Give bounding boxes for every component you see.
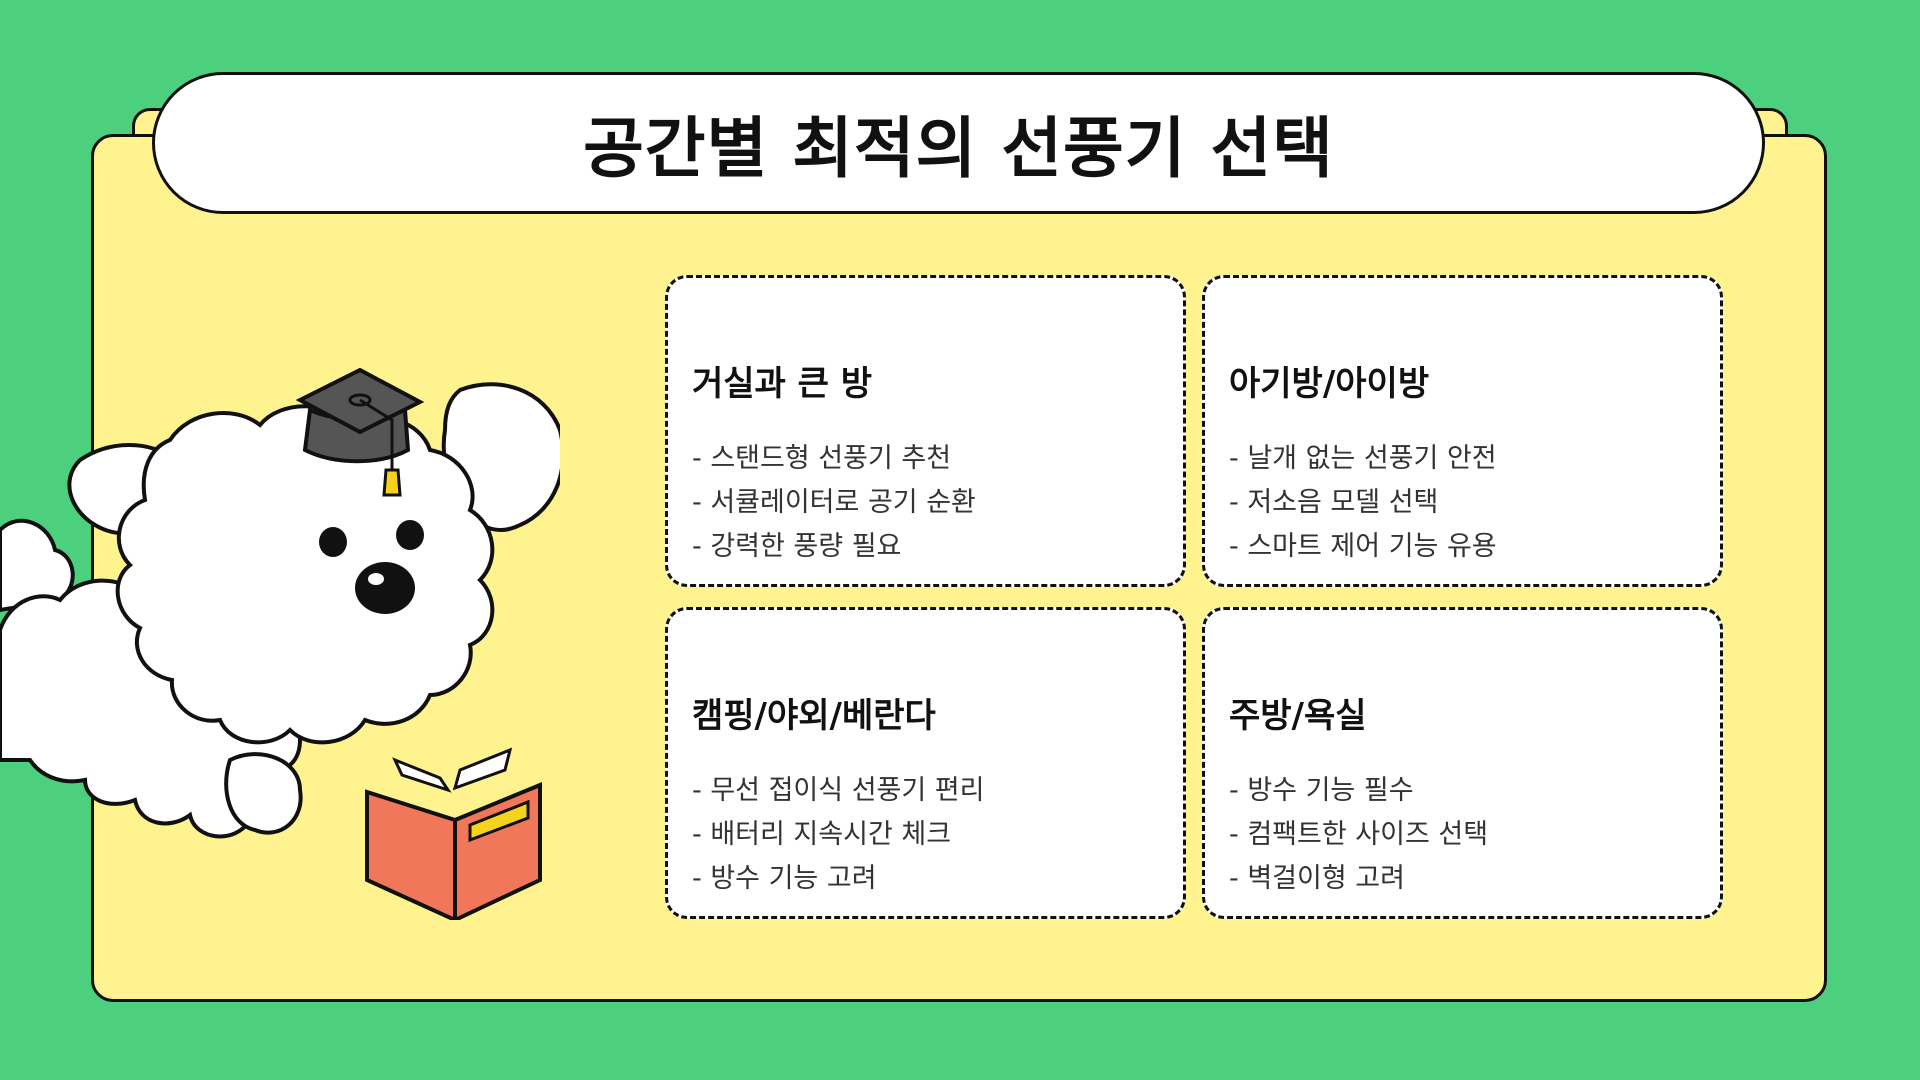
card-living-room: 거실과 큰 방 - 스탠드형 선풍기 추천 - 서큘레이터로 공기 순환 - 강… xyxy=(665,275,1186,587)
card-list: - 방수 기능 필수 - 컴팩트한 사이즈 선택 - 벽걸이형 고려 xyxy=(1229,769,1720,901)
list-item: - 강력한 풍량 필요 xyxy=(692,531,902,562)
card-heading: 아기방/아이방 xyxy=(1229,364,1430,404)
card-list: - 스탠드형 선풍기 추천 - 서큘레이터로 공기 순환 - 강력한 풍량 필요 xyxy=(692,437,1183,569)
list-item: - 컴팩트한 사이즈 선택 xyxy=(1229,819,1489,850)
title-banner: 공간별 최적의 선풍기 선택 xyxy=(152,72,1765,214)
list-item: - 방수 기능 필수 xyxy=(1229,775,1414,806)
graduation-cap-icon xyxy=(295,367,425,497)
card-heading: 캠핑/야외/베란다 xyxy=(692,696,936,736)
card-camping: 캠핑/야외/베란다 - 무선 접이식 선풍기 편리 - 배터리 지속시간 체크 … xyxy=(665,607,1186,919)
card-kitchen-bath: 주방/욕실 - 방수 기능 필수 - 컴팩트한 사이즈 선택 - 벽걸이형 고려 xyxy=(1202,607,1723,919)
list-item: - 무선 접이식 선풍기 편리 xyxy=(692,775,985,806)
card-heading: 주방/욕실 xyxy=(1229,696,1367,736)
card-baby-room: 아기방/아이방 - 날개 없는 선풍기 안전 - 저소음 모델 선택 - 스마트… xyxy=(1202,275,1723,587)
list-item: - 방수 기능 고려 xyxy=(692,863,877,894)
card-list: - 무선 접이식 선풍기 편리 - 배터리 지속시간 체크 - 방수 기능 고려 xyxy=(692,769,1183,901)
list-item: - 날개 없는 선풍기 안전 xyxy=(1229,443,1497,474)
list-item: - 서큘레이터로 공기 순환 xyxy=(692,487,976,518)
dog-mascot-icon xyxy=(0,367,560,920)
open-book-icon xyxy=(365,747,542,920)
card-list: - 날개 없는 선풍기 안전 - 저소음 모델 선택 - 스마트 제어 기능 유… xyxy=(1229,437,1720,569)
page-title: 공간별 최적의 선풍기 선택 xyxy=(583,110,1334,187)
list-item: - 배터리 지속시간 체크 xyxy=(692,819,952,850)
list-item: - 벽걸이형 고려 xyxy=(1229,863,1405,894)
card-heading: 거실과 큰 방 xyxy=(692,364,873,404)
list-item: - 스탠드형 선풍기 추천 xyxy=(692,443,952,474)
list-item: - 저소음 모델 선택 xyxy=(1229,487,1439,518)
list-item: - 스마트 제어 기능 유용 xyxy=(1229,531,1497,562)
